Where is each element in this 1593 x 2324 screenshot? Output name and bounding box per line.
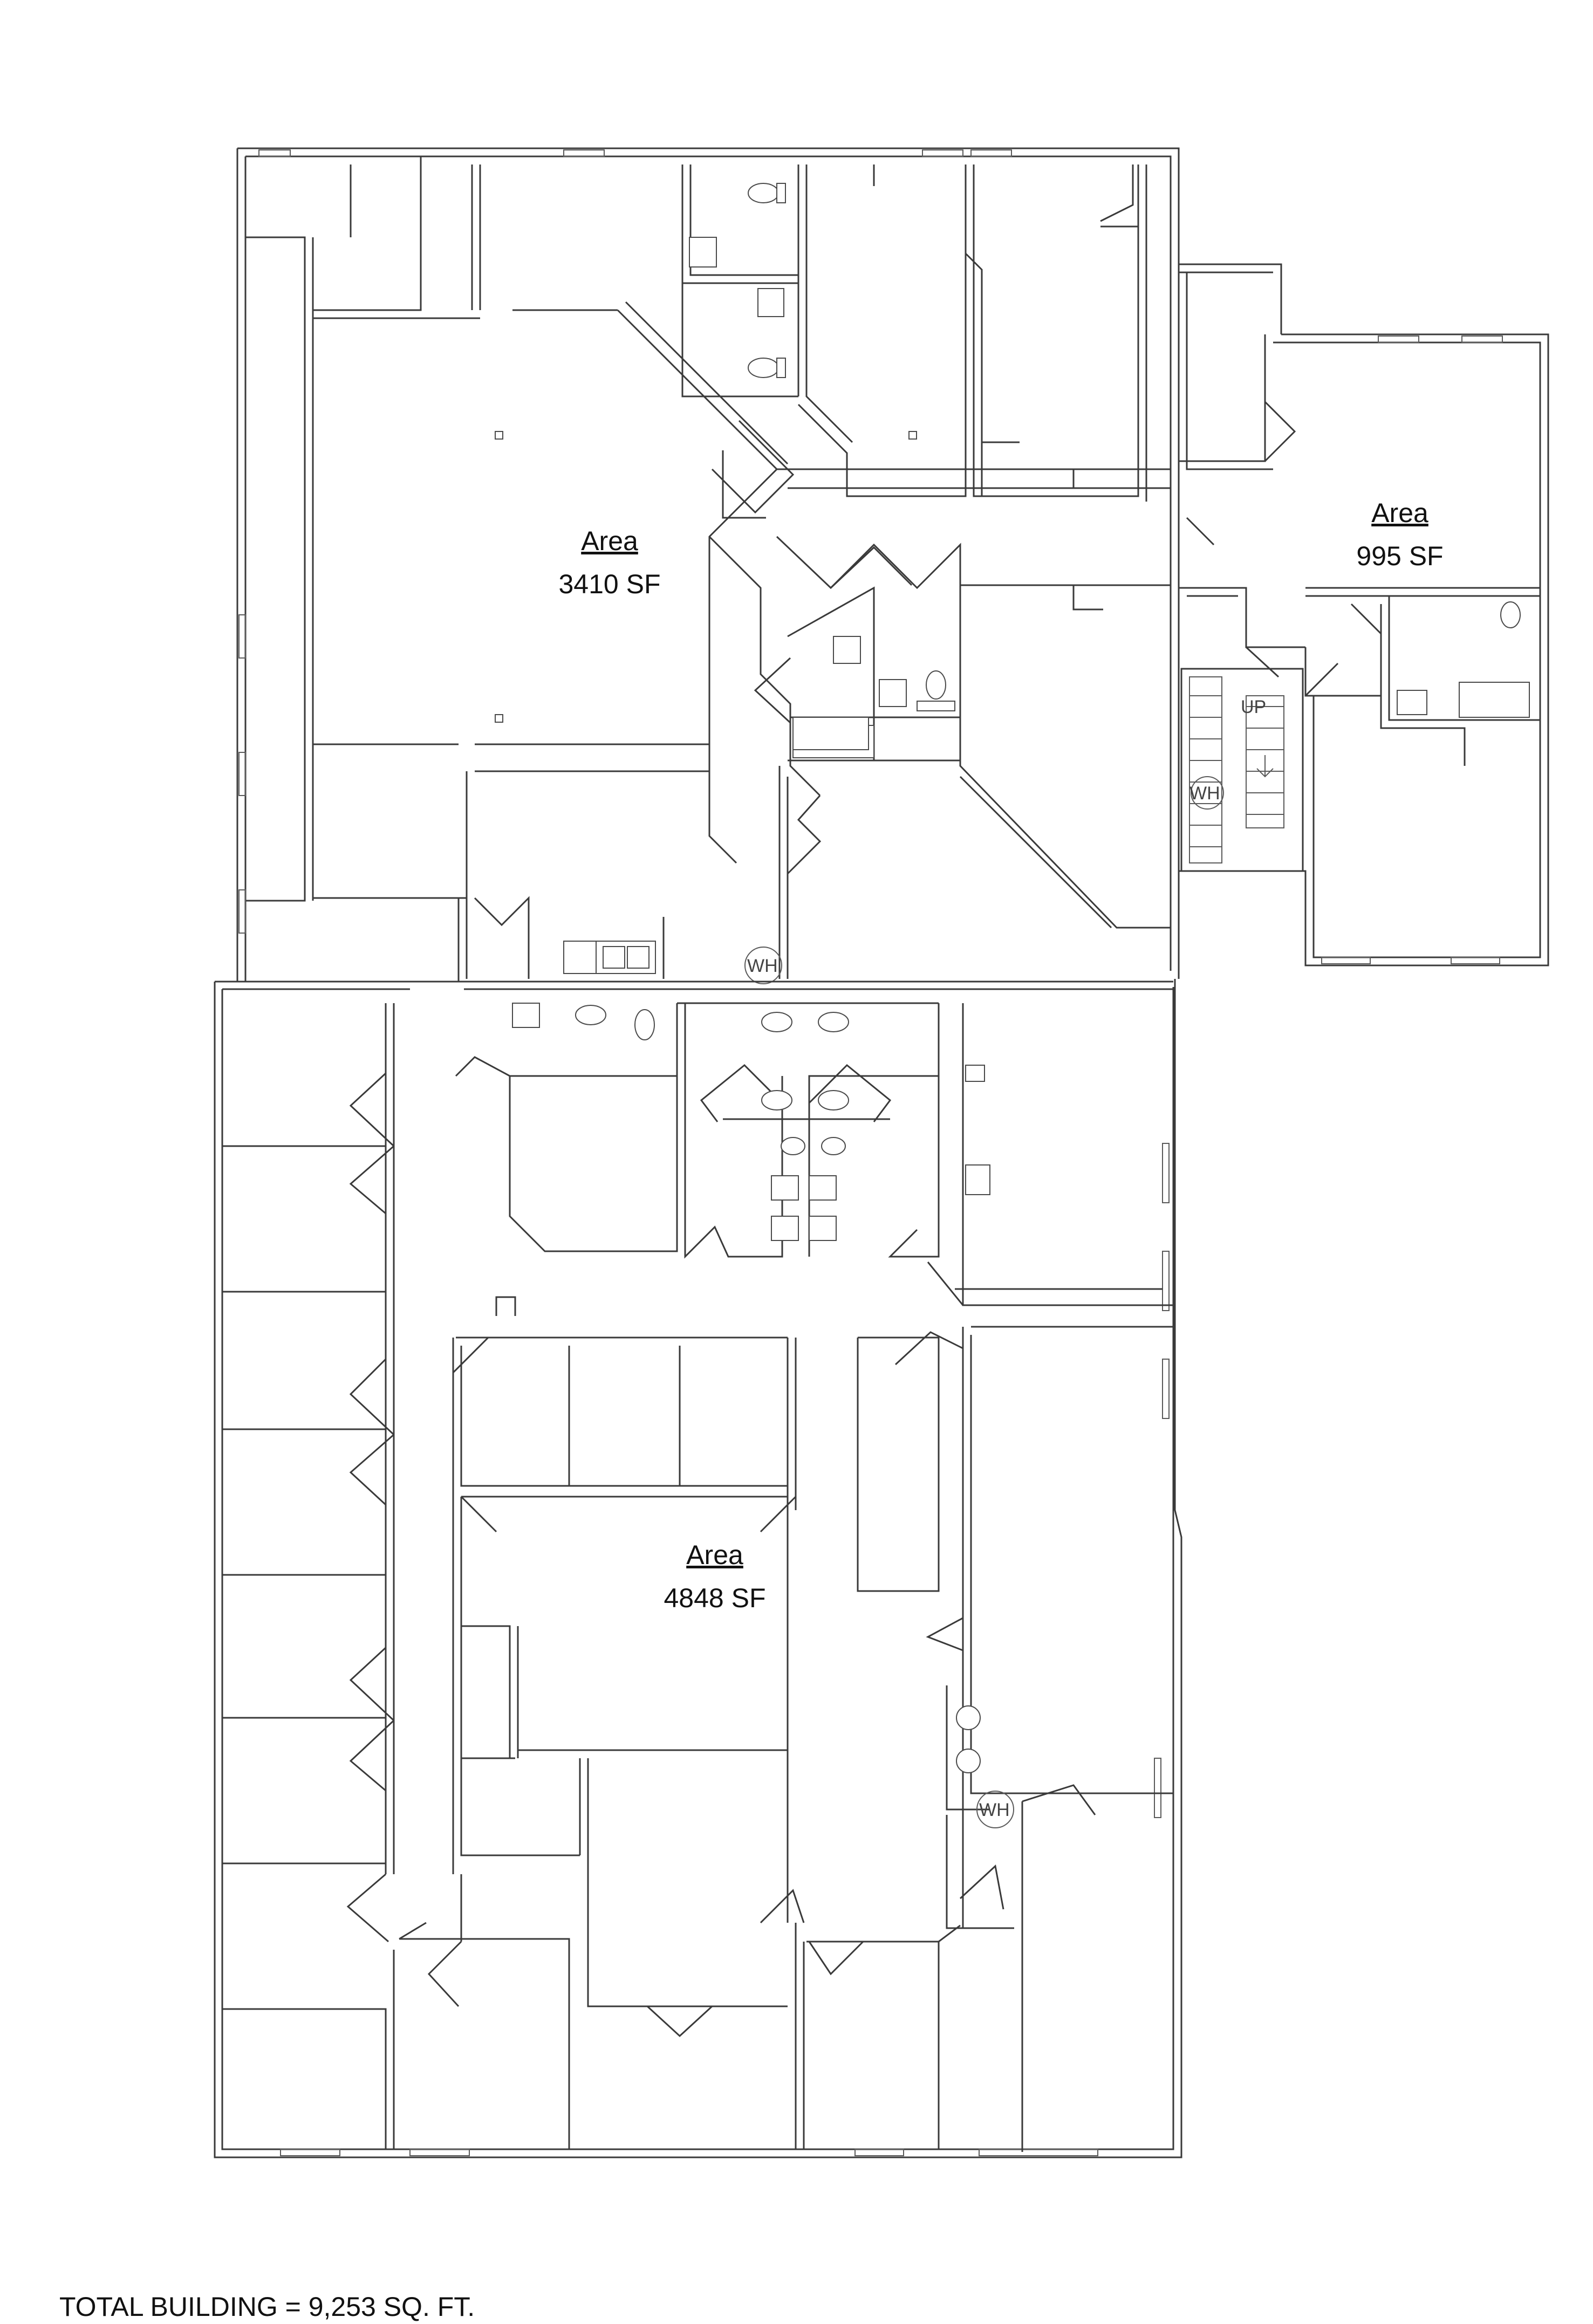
stair-up-label: UP bbox=[1241, 697, 1266, 717]
water-heater-label-upper: WH bbox=[747, 956, 778, 976]
lower-right-fixtures: WH bbox=[956, 1705, 1014, 1828]
area-label-upper-left: Area 3410 SF bbox=[558, 526, 660, 599]
right-wing-rooms bbox=[1178, 264, 1540, 863]
upper-utility-room: WH bbox=[459, 896, 782, 984]
area-size-upper-right: 995 SF bbox=[1356, 541, 1443, 571]
area-label-lower: Area 4848 SF bbox=[664, 1540, 765, 1613]
water-heater-label-stair: WH bbox=[1189, 783, 1220, 804]
area-size-lower: 4848 SF bbox=[664, 1583, 765, 1613]
lower-corridor-walls bbox=[222, 981, 1173, 1306]
area-title-upper-left: Area bbox=[581, 526, 638, 556]
area-title-upper-right: Area bbox=[1371, 498, 1428, 528]
total-building-footer: TOTAL BUILDING = 9,253 SQ. FT. bbox=[59, 2292, 475, 2322]
upper-fixtures bbox=[495, 183, 917, 723]
windows bbox=[238, 149, 1503, 2156]
lower-right-rooms bbox=[346, 1326, 1173, 2152]
area-title-lower: Area bbox=[686, 1540, 743, 1570]
stair: WH UP bbox=[1180, 668, 1304, 872]
upper-middle-rooms bbox=[681, 164, 1147, 519]
exterior-walls bbox=[214, 147, 1549, 2158]
lower-left-offices bbox=[222, 1003, 570, 2149]
upper-center-rooms bbox=[708, 468, 1171, 979]
water-heater-label-lower: WH bbox=[979, 1800, 1010, 1820]
upper-left-area-walls bbox=[312, 156, 789, 982]
area-label-upper-right: Area 995 SF bbox=[1356, 498, 1443, 571]
area-size-upper-left: 3410 SF bbox=[558, 569, 660, 599]
lower-center-rooms bbox=[452, 1296, 961, 2149]
lower-restroom-fixtures bbox=[512, 1003, 990, 1241]
right-wing-fixtures bbox=[792, 601, 1530, 750]
